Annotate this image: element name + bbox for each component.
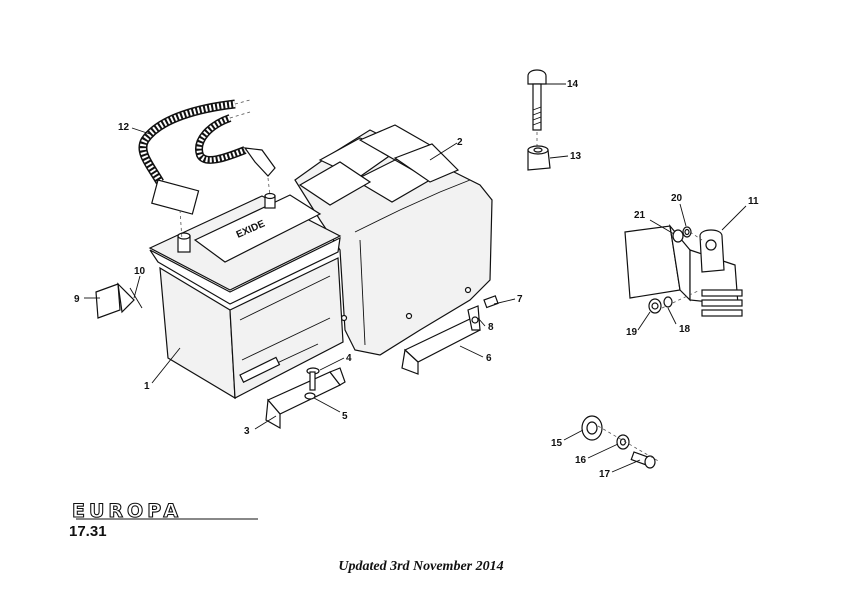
callout-14: 14 [567,79,579,90]
callout-12: 12 [118,122,130,133]
callout-20: 20 [671,193,683,204]
nut-13 [527,145,551,171]
leader-lines [84,83,747,473]
callout-8: 8 [488,322,494,333]
callout-21: 21 [634,210,646,221]
callout-5: 5 [342,411,348,422]
washers-20-21 [672,226,692,243]
callout-7: 7 [517,294,523,305]
callout-6: 6 [486,353,492,364]
callout-labels: 1 2 3 4 5 6 7 8 9 10 11 12 13 14 15 16 1… [74,79,759,480]
callout-3: 3 [244,426,250,437]
callout-10: 10 [134,266,146,277]
mounting-15-16-17 [581,415,661,469]
washers-18-19 [648,296,673,314]
europa-logo-text: EUROPA [72,500,182,522]
battery-tray [294,124,493,356]
callout-15: 15 [551,438,563,449]
updated-note: Updated 3rd November 2014 [338,559,504,574]
callout-17: 17 [599,469,611,480]
bracket-9 [95,282,143,319]
callout-4: 4 [346,353,352,364]
callout-11: 11 [748,196,759,207]
bracket-6 [401,295,499,375]
europa-logo: EUROPA [72,500,258,522]
callout-1: 1 [144,381,150,392]
callout-16: 16 [575,455,587,466]
callout-19: 19 [626,327,638,338]
page-number: 17.31 [69,523,107,540]
battery-cable [138,99,276,241]
callout-18: 18 [679,324,691,335]
callout-13: 13 [570,151,582,162]
bolt-14 [527,69,547,146]
mount-11 [624,223,743,317]
callout-2: 2 [457,137,463,148]
clamp-3 [265,367,346,430]
callout-9: 9 [74,294,80,305]
battery: EXIDE [148,192,344,400]
